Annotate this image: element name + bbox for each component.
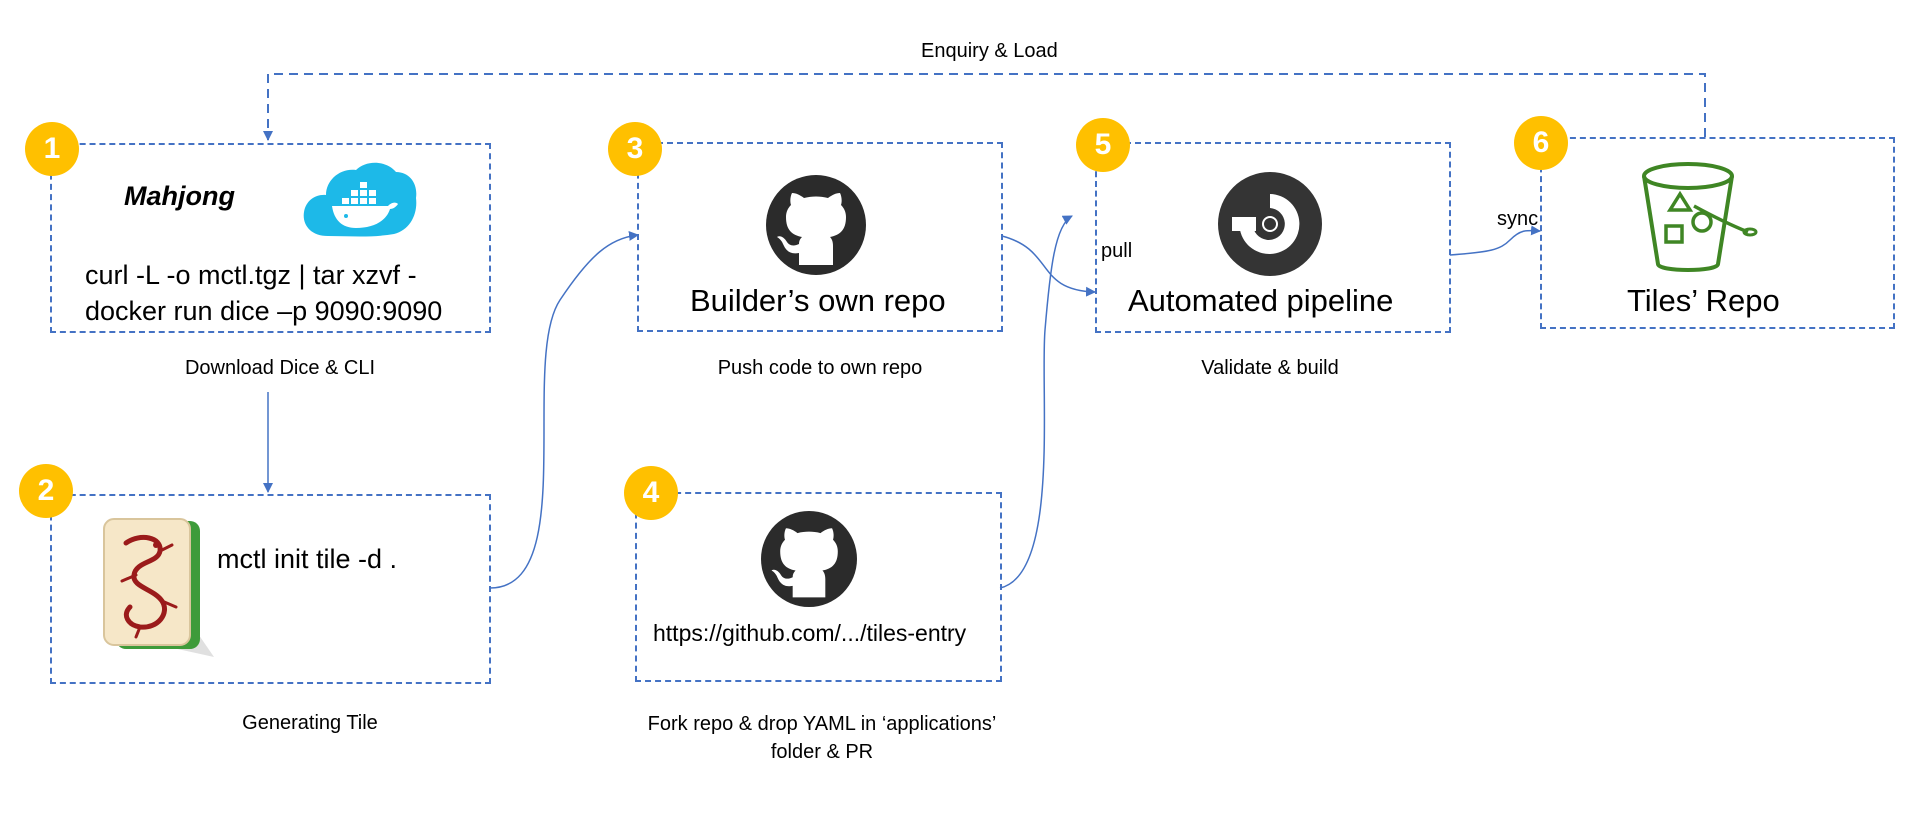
docker-cloud-icon	[303, 162, 417, 237]
enquiry-load-connector	[263, 73, 1706, 141]
s3-bucket-icon	[1642, 162, 1758, 272]
step5-caption: Validate & build	[1201, 357, 1339, 379]
step6-badge: 6	[1514, 116, 1568, 170]
step5-box	[1095, 142, 1451, 333]
step2-to-step3-arrow	[489, 230, 639, 589]
step5-to-step6-arrow	[1449, 225, 1541, 256]
mahjong-tile-icon	[103, 518, 214, 657]
step1-box	[50, 143, 491, 333]
curl-command: curl -L -o mctl.tgz | tar xzvf -	[85, 260, 417, 290]
step5-badge: 5	[1076, 118, 1130, 172]
step2-caption: Generating Tile	[242, 712, 378, 734]
mctl-init-command: mctl init tile -d .	[217, 544, 398, 574]
mahjong-title: Mahjong	[124, 181, 235, 211]
step2-badge: 2	[19, 464, 73, 518]
circleci-icon	[1218, 172, 1322, 276]
step4-badge: 4	[624, 466, 678, 520]
step3-badge: 3	[608, 122, 662, 176]
step6-box	[1540, 137, 1895, 329]
step4-caption: Fork repo & drop YAML in ‘applications’ …	[647, 713, 997, 763]
tiles-entry-url: https://github.com/.../tiles-entry	[653, 620, 967, 646]
pull-label: pull	[1101, 240, 1133, 262]
step3-to-step5-arrow	[1001, 235, 1096, 297]
docker-command: docker run dice –p 9090:9090	[85, 296, 443, 326]
enquiry-load-label: Enquiry & Load	[921, 40, 1058, 62]
step1-caption: Download Dice & CLI	[184, 357, 376, 379]
step1-badge: 1	[25, 122, 79, 176]
builders-repo-title: Builder’s own repo	[690, 283, 946, 318]
step2-box	[50, 494, 491, 684]
step1-commands: curl -L -o mctl.tgz | tar xzvf - docker …	[85, 257, 442, 329]
automated-pipeline-title: Automated pipeline	[1128, 283, 1394, 318]
github-icon	[761, 511, 857, 607]
github-icon	[766, 175, 866, 275]
sync-label: sync	[1497, 208, 1539, 230]
step4-box	[635, 492, 1002, 682]
step3-box	[637, 142, 1003, 332]
step4-to-step5-arrow	[999, 215, 1073, 589]
tiles-repo-title: Tiles’ Repo	[1627, 283, 1780, 318]
step3-caption: Push code to own repo	[717, 357, 923, 379]
